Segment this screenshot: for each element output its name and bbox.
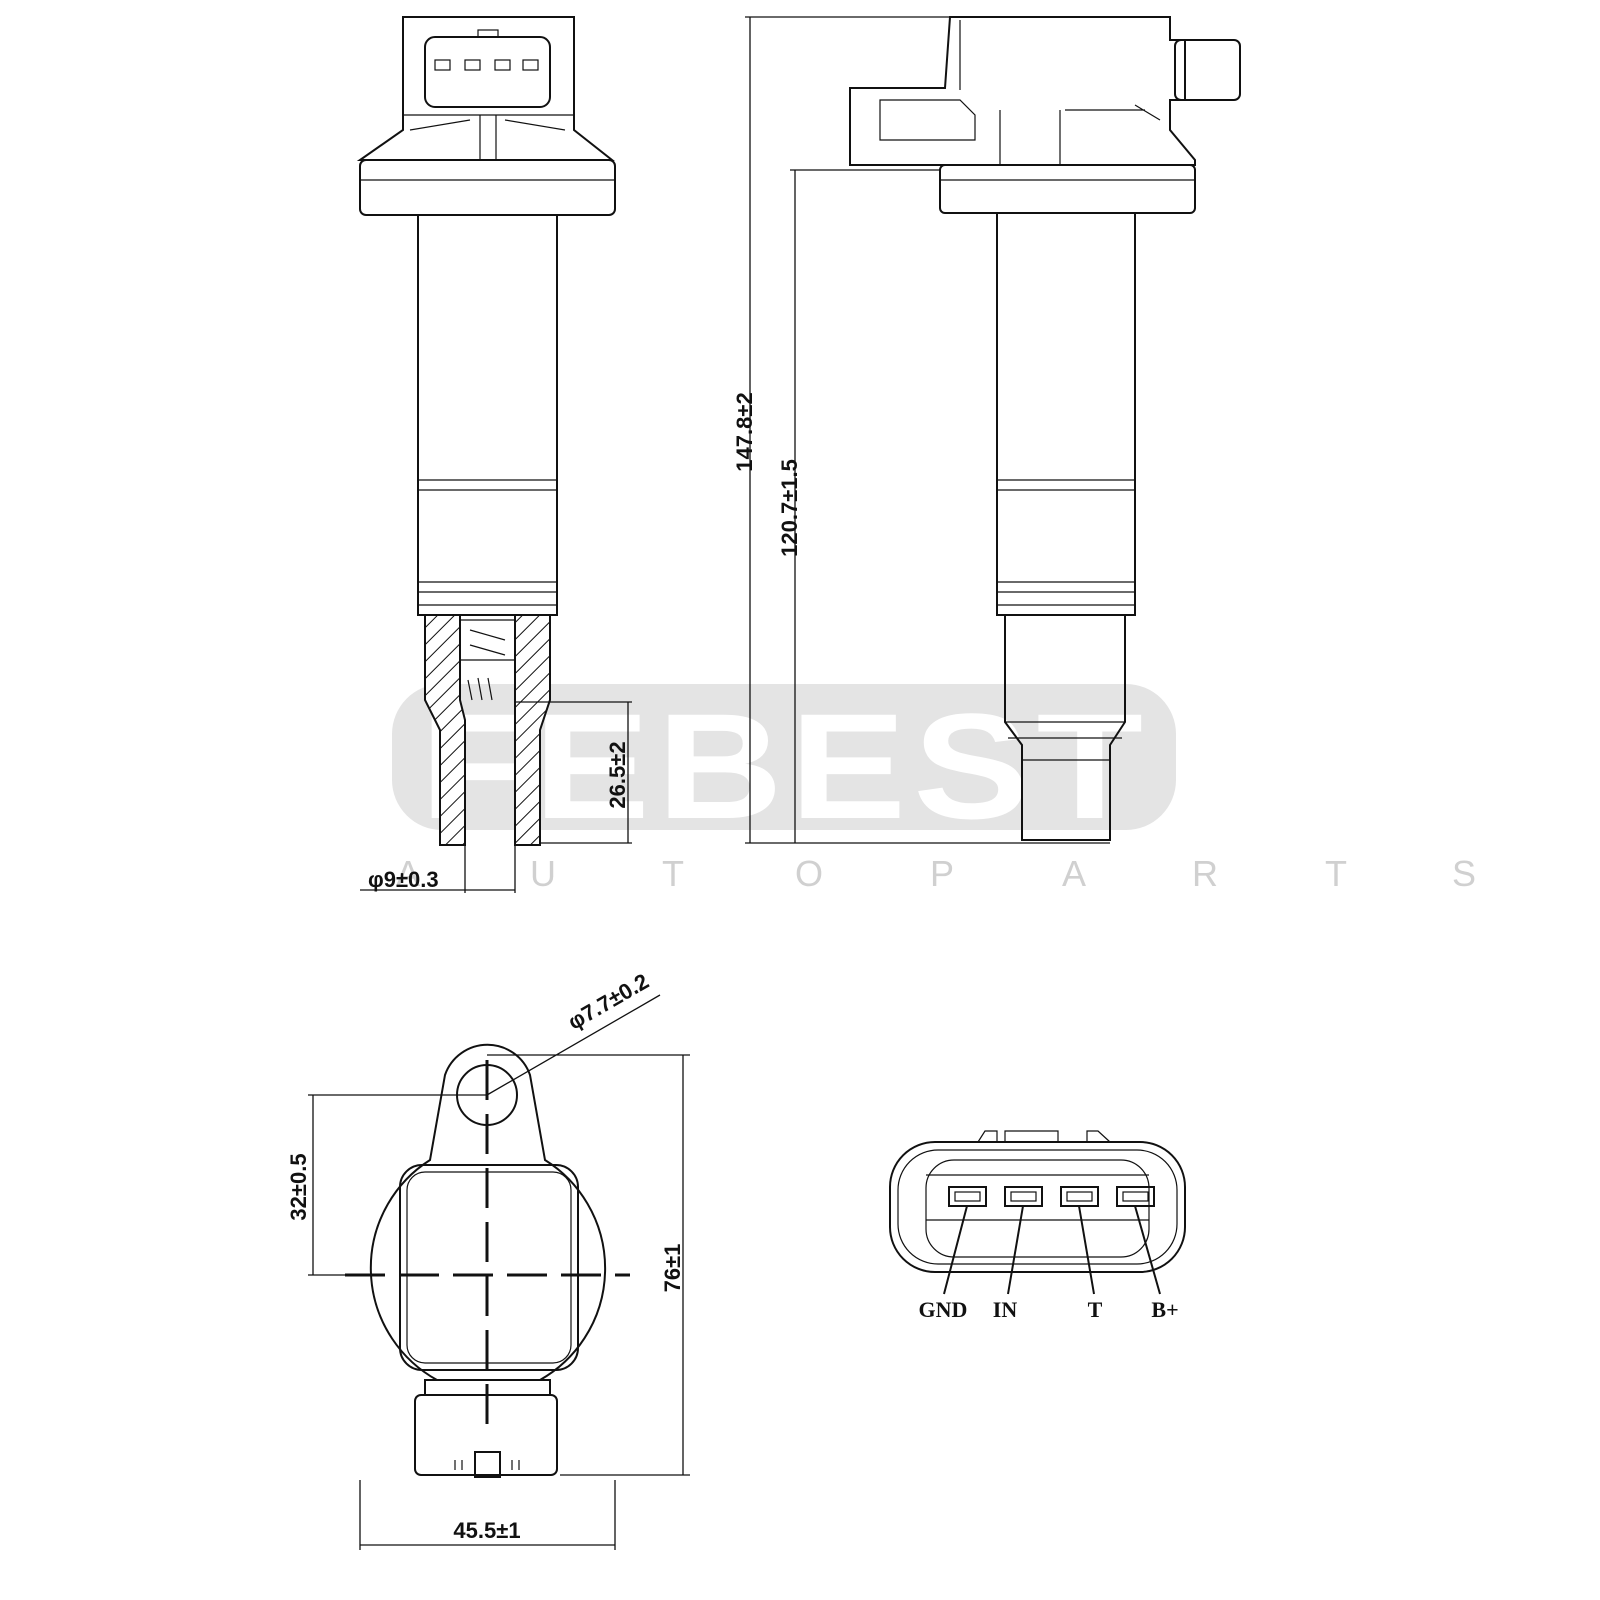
pin-label-t: T bbox=[1088, 1297, 1103, 1322]
svg-text:T: T bbox=[662, 853, 684, 894]
pin-label-b-plus: B+ bbox=[1151, 1297, 1178, 1322]
dim-body-width: 45.5±1 bbox=[453, 1518, 520, 1543]
dim-flange-to-tip: 120.7±1.5 bbox=[777, 459, 802, 557]
connector-pinout: GND IN T B+ bbox=[889, 1130, 1186, 1322]
svg-text:S: S bbox=[1452, 853, 1476, 894]
side-view bbox=[849, 16, 1241, 841]
pin-label-in: IN bbox=[993, 1297, 1018, 1322]
watermark-tagline: A U T O P A R T S bbox=[396, 853, 1476, 894]
svg-text:A: A bbox=[1062, 853, 1086, 894]
svg-text:P: P bbox=[930, 853, 954, 894]
svg-text:A: A bbox=[396, 853, 420, 894]
svg-text:U: U bbox=[530, 853, 556, 894]
svg-text:O: O bbox=[795, 853, 823, 894]
watermark-logo: FEBEST A U T O P A R T S bbox=[392, 682, 1476, 894]
svg-text:R: R bbox=[1192, 853, 1218, 894]
svg-text:T: T bbox=[1325, 853, 1347, 894]
dim-total-width: 76±1 bbox=[660, 1244, 685, 1293]
bottom-view bbox=[345, 1043, 630, 1478]
dim-overall-length: 147.8±2 bbox=[732, 392, 757, 471]
upper-dimensions: 147.8±2 120.7±1.5 26.5±2 φ9±0.3 bbox=[360, 16, 1110, 893]
front-view bbox=[356, 16, 616, 846]
dim-boot-diameter: φ9±0.3 bbox=[368, 867, 439, 892]
dim-boot-length: 26.5±2 bbox=[605, 741, 630, 808]
pin-label-gnd: GND bbox=[919, 1297, 968, 1322]
dim-hole-to-center: 32±0.5 bbox=[286, 1153, 311, 1220]
